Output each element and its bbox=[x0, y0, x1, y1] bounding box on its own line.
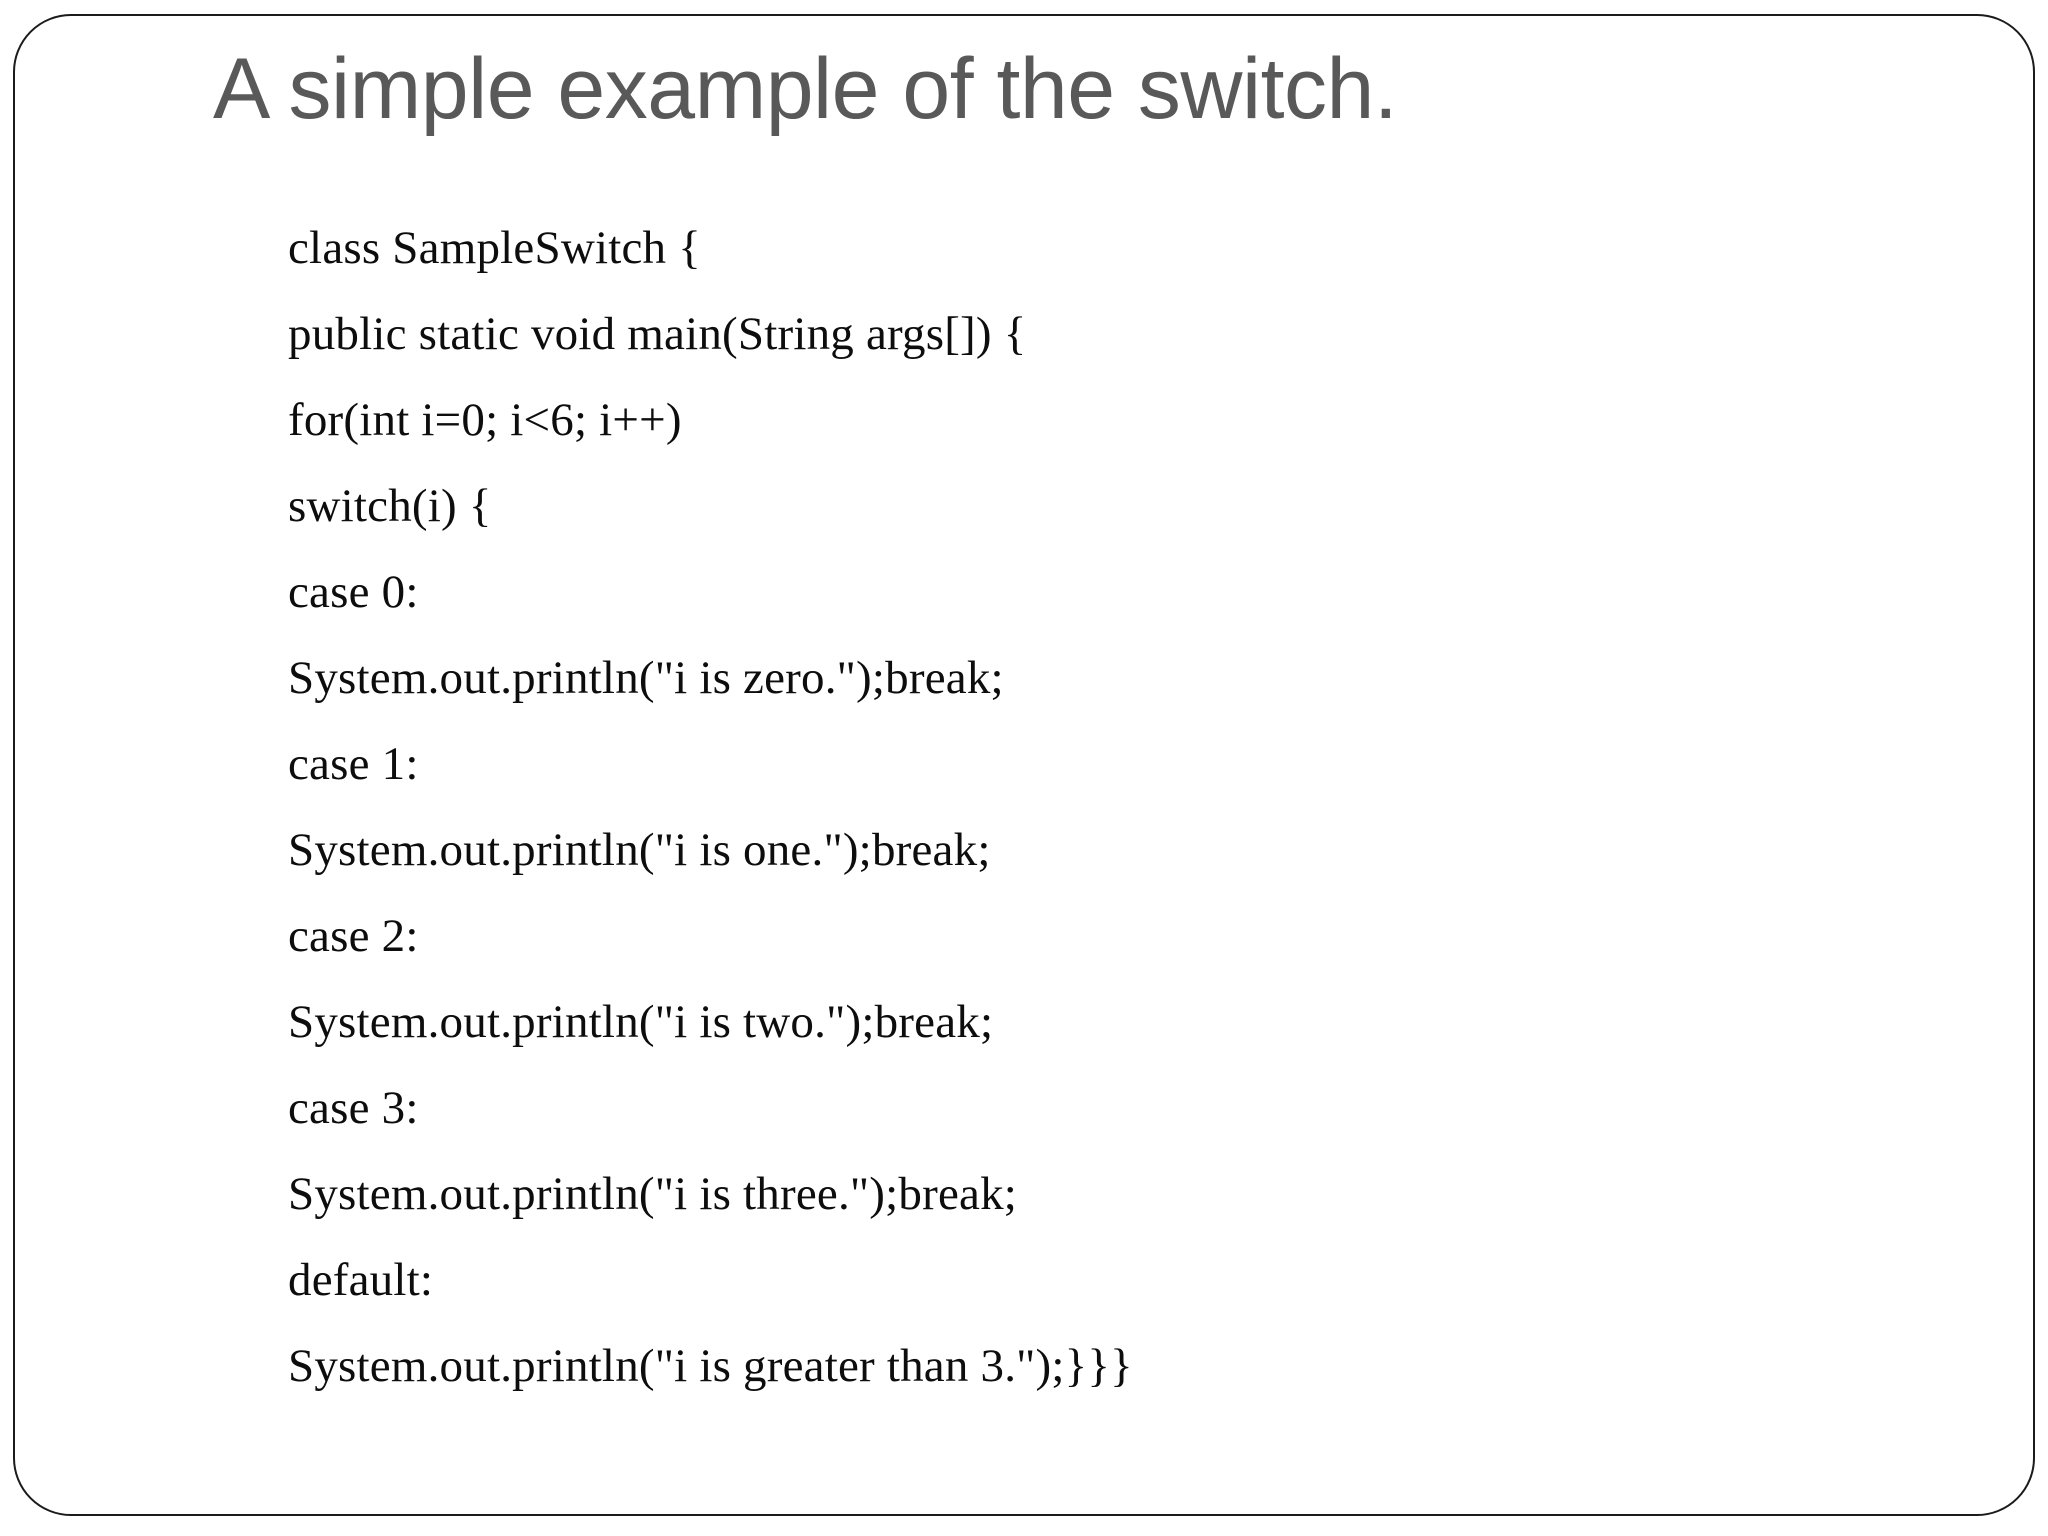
code-line: for(int i=0; i<6; i++) bbox=[288, 394, 682, 446]
code-line: public static void main(String args[]) { bbox=[288, 308, 1027, 360]
code-line: case 1: bbox=[288, 738, 419, 790]
code-line: System.out.println("i is greater than 3.… bbox=[288, 1340, 1133, 1392]
code-line: System.out.println("i is two.");break; bbox=[288, 996, 994, 1048]
code-listing: class SampleSwitch { public static void … bbox=[288, 205, 1988, 1409]
code-line: System.out.println("i is one.");break; bbox=[288, 824, 991, 876]
page-title: A simple example of the switch. bbox=[213, 41, 1398, 137]
code-line: System.out.println("i is zero.");break; bbox=[288, 652, 1004, 704]
code-line: switch(i) { bbox=[288, 480, 492, 532]
code-line: default: bbox=[288, 1254, 434, 1306]
code-line: case 2: bbox=[288, 910, 419, 962]
code-line: class SampleSwitch { bbox=[288, 222, 701, 274]
code-line: System.out.println("i is three.");break; bbox=[288, 1168, 1018, 1220]
code-line: case 0: bbox=[288, 566, 419, 618]
code-line: case 3: bbox=[288, 1082, 419, 1134]
